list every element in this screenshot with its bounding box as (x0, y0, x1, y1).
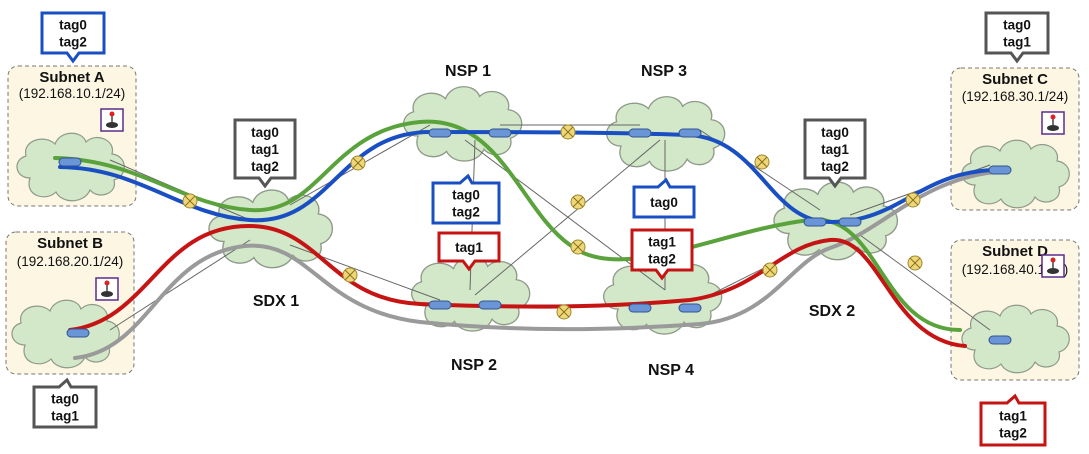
crossed-circle-icon (342, 267, 358, 283)
switch-icon (428, 300, 452, 310)
tag-label: tag1 (999, 409, 1027, 424)
tag-callout-nsp2-red: tag1 (437, 231, 501, 272)
subnet-c-ip: (192.168.30.1/24) (962, 89, 1069, 104)
crossed-circle-icon (350, 155, 366, 171)
switch-icon (988, 165, 1012, 175)
tag-callout-subnet-c: tag0 tag1 (984, 11, 1050, 64)
joystick-icon (100, 108, 124, 132)
crossed-circle-icon (570, 239, 586, 255)
tag-label: tag2 (821, 159, 849, 174)
nsp2-label: NSP 2 (451, 357, 497, 374)
tag-callout-subnet-d: tag1 tag2 (979, 393, 1047, 447)
switch-icon (628, 128, 652, 138)
tag-label: tag1 (1003, 35, 1031, 50)
subnet-b-cloud (11, 299, 120, 369)
joystick-icon (95, 277, 119, 301)
tag-label: tag0 (1003, 18, 1031, 33)
switch-icon (66, 328, 90, 338)
tag-label: tag1 (648, 235, 676, 250)
nsp1-cloud (403, 86, 523, 162)
tag-label: tag2 (251, 159, 279, 174)
switch-icon (58, 157, 82, 167)
tag-label: tag2 (648, 252, 676, 267)
crossed-circle-icon (754, 154, 770, 170)
crossed-circle-icon (570, 194, 586, 210)
subnet-c-title: Subnet C (982, 71, 1048, 88)
tag-label: tag0 (251, 125, 279, 140)
path-green (53, 119, 962, 332)
path-gray (73, 170, 997, 360)
tag-callout-nsp4-red: tag1 tag2 (630, 228, 694, 281)
tag-callout-subnet-b: tag0 tag1 (32, 377, 98, 429)
tag-callout-sdx1: tag0 tag1 tag2 (233, 118, 297, 189)
tag-label: tag0 (650, 195, 678, 210)
tag-label: tag0 (59, 18, 87, 33)
joystick-icon (1041, 111, 1065, 135)
crossed-circle-icon (762, 262, 778, 278)
crossed-circle-icon (560, 124, 576, 140)
subnet-b-ip: (192.168.20.1/24) (17, 254, 124, 269)
switch-icon (488, 128, 512, 138)
nsp1-label: NSP 1 (445, 63, 491, 80)
nsp2-cloud (411, 256, 531, 332)
tag-callout-nsp1-blue: tag0 tag2 (431, 173, 501, 225)
switch-icon (988, 335, 1012, 345)
joystick-icon (1041, 254, 1065, 278)
switch-icon (428, 128, 452, 138)
tag-callout-sdx2: tag0 tag1 tag2 (803, 118, 867, 189)
switch-icon (678, 303, 702, 313)
subnet-a-ip: (192.168.10.1/24) (19, 86, 126, 101)
tag-label: tag0 (821, 125, 849, 140)
tag-label: tag1 (251, 142, 279, 157)
tag-label: tag2 (452, 205, 480, 220)
tag-callout-subnet-a: tag0 tag2 (40, 11, 106, 64)
switch-icon (628, 303, 652, 313)
switch-icon (478, 300, 502, 310)
crossed-circle-icon (905, 192, 921, 208)
tag-callout-nsp3-blue: tag0 (632, 177, 696, 219)
subnet-d-title: Subnet D (982, 243, 1048, 260)
tag-label: tag2 (999, 426, 1027, 441)
tag-label: tag1 (821, 142, 849, 157)
tag-label: tag1 (455, 240, 483, 255)
switch-icon (803, 217, 827, 227)
subnet-c-cloud (961, 139, 1070, 209)
crossed-circle-icon (182, 193, 198, 209)
switch-icon (838, 217, 862, 227)
tag-label: tag0 (51, 392, 79, 407)
nsp3-label: NSP 3 (641, 63, 687, 80)
nsp4-cloud (603, 259, 723, 335)
crossed-circle-icon (556, 304, 572, 320)
tag-label: tag2 (59, 35, 87, 50)
switch-icon (678, 128, 702, 138)
tag-label: tag1 (51, 409, 79, 424)
crossed-circle-icon (907, 255, 923, 271)
subnet-d-cloud (961, 304, 1070, 374)
tag-label: tag0 (452, 188, 480, 203)
subnet-b-title: Subnet B (37, 235, 103, 252)
subnet-a-title: Subnet A (39, 69, 104, 86)
nsp4-label: NSP 4 (648, 362, 694, 379)
sdx1-label: SDX 1 (253, 293, 299, 310)
sdx2-label: SDX 2 (809, 303, 855, 320)
path-red (68, 223, 967, 348)
